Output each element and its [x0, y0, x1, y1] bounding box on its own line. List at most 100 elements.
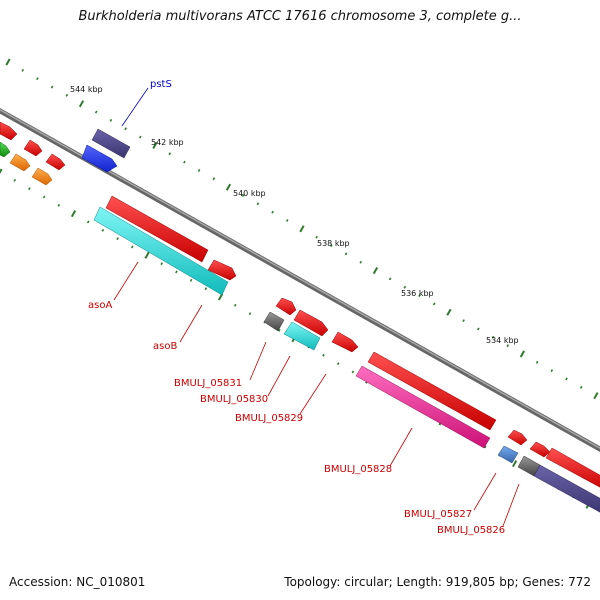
inner-ring-minor-tick	[131, 245, 134, 249]
feature-left-red-3[interactable]	[45, 153, 66, 171]
outer-ring-major-tick	[299, 225, 305, 233]
leader-asoA	[113, 261, 139, 301]
gene-label-asoA[interactable]: asoA	[88, 300, 112, 311]
outer-ring-major-tick	[593, 392, 599, 400]
inner-ring-major-tick	[144, 251, 150, 259]
outer-ring-minor-tick	[285, 219, 289, 222]
outer-ring-minor-tick	[94, 110, 98, 114]
outer-tick-ring	[5, 58, 599, 400]
outer-ring-minor-tick	[491, 335, 495, 339]
outer-ring-minor-tick	[241, 194, 245, 197]
feature-BMULJ_05828-magenta[interactable]	[355, 365, 491, 449]
outer-ring-minor-tick	[109, 118, 113, 122]
outer-ring-minor-tick	[168, 152, 171, 156]
feature-left-orange-1[interactable]	[9, 153, 31, 172]
inner-ring-minor-tick	[204, 287, 208, 291]
outer-ring-minor-tick	[565, 377, 568, 381]
feature-BMULJ_05828-red[interactable]	[367, 351, 497, 431]
outer-ring-minor-tick	[432, 302, 436, 306]
genome-summary: Topology: circular; Length: 919,805 bp; …	[284, 575, 591, 589]
feature-BMULJ_05831[interactable]	[275, 297, 297, 316]
inner-ring-major-tick	[70, 210, 77, 218]
forward-features	[0, 121, 600, 490]
gene-label-BMULJ_05830[interactable]: BMULJ_05830	[200, 394, 268, 405]
outer-ring-minor-tick	[36, 77, 39, 81]
feature-BMULJ_05826-navy[interactable]	[533, 464, 600, 515]
outer-ring-minor-tick	[359, 260, 363, 264]
outer-ring-major-tick	[78, 100, 85, 108]
scale-label-534: 534 kbp	[486, 336, 519, 345]
gene-label-BMULJ_05829[interactable]: BMULJ_05829	[235, 413, 303, 424]
outer-ring-major-tick	[372, 267, 379, 275]
feature-BMULJ_05829-red[interactable]	[331, 331, 359, 353]
scale-label-544: 544 kbp	[70, 85, 103, 94]
inner-ring-minor-tick	[13, 178, 16, 182]
outer-ring-minor-tick	[506, 344, 509, 348]
inner-ring-minor-tick	[116, 237, 119, 241]
map-title: Burkholderia multivorans ATCC 17616 chro…	[78, 9, 522, 24]
inner-ring-major-tick	[512, 460, 518, 468]
gene-label-BMULJ_05826[interactable]: BMULJ_05826	[437, 525, 505, 536]
outer-ring-minor-tick	[477, 327, 480, 331]
feature-left-red-1[interactable]	[0, 121, 18, 141]
inner-ring-minor-tick	[248, 312, 252, 316]
feature-BMULJ_05827-red[interactable]	[507, 429, 528, 446]
leader-BMULJ_05827	[473, 472, 497, 511]
scale-label-542: 542 kbp	[151, 138, 184, 147]
outer-ring-minor-tick	[256, 202, 260, 206]
outer-ring-major-tick	[152, 141, 158, 149]
gene-label-BMULJ_05828[interactable]: BMULJ_05828	[324, 464, 392, 475]
feature-BMULJ_05827-steel[interactable]	[497, 445, 519, 464]
feature-left-green[interactable]	[0, 141, 11, 158]
outer-ring-minor-tick	[197, 169, 201, 172]
outer-ring-minor-tick	[124, 127, 127, 131]
inner-ring-minor-tick	[233, 303, 237, 307]
outer-ring-major-tick	[225, 183, 232, 191]
feature-left-orange-2[interactable]	[31, 167, 53, 186]
inner-ring-minor-tick	[278, 328, 281, 332]
feature-BMULJ_05831-gray[interactable]	[263, 311, 285, 332]
feature-BMULJ_05826-red-a[interactable]	[529, 441, 551, 458]
inner-ring-minor-tick	[86, 220, 90, 224]
outer-ring-minor-tick	[550, 369, 554, 373]
leader-BMULJ_05830	[267, 355, 291, 397]
feature-red-small-1[interactable]	[207, 259, 237, 281]
outer-ring-minor-tick	[21, 68, 24, 72]
feature-BMULJ_05830-red[interactable]	[293, 309, 329, 337]
scale-label-536: 536 kbp	[401, 289, 434, 298]
outer-ring-major-tick	[5, 58, 11, 66]
inner-ring-minor-tick	[322, 353, 325, 357]
leader-asoB	[179, 304, 203, 343]
outer-ring-major-tick	[519, 350, 525, 358]
gene-label-BMULJ_05827[interactable]: BMULJ_05827	[404, 509, 472, 520]
gene-label-pstS[interactable]: pstS	[150, 79, 172, 90]
outer-ring-major-tick	[446, 308, 452, 316]
leader-BMULJ_05831	[249, 341, 267, 381]
inner-ring-minor-tick	[57, 203, 61, 207]
feature-pstS[interactable]	[91, 128, 131, 159]
inner-ring-minor-tick	[351, 370, 355, 374]
feature-left-red-2[interactable]	[23, 139, 43, 157]
leader-BMULJ_05829	[299, 373, 327, 415]
reverse-features	[93, 206, 600, 515]
outer-ring-minor-tick	[418, 294, 421, 297]
leader-BMULJ_05828	[389, 427, 413, 467]
feature-asoB-cyan[interactable]	[93, 206, 229, 296]
gene-label-BMULJ_05831[interactable]: BMULJ_05831	[174, 378, 242, 389]
outer-ring-minor-tick	[212, 177, 216, 181]
scale-label-540: 540 kbp	[233, 189, 266, 198]
outer-ring-minor-tick	[183, 160, 186, 164]
outer-ring-minor-tick	[535, 360, 539, 364]
leader-pstS	[121, 87, 149, 127]
outer-ring-minor-tick	[344, 252, 348, 256]
outer-ring-minor-tick	[139, 135, 142, 139]
gene-labels: pstS asoA asoB BMULJ_05831 BMULJ_05830 B…	[88, 79, 505, 536]
inner-ring-minor-tick	[189, 278, 193, 282]
feature-BMULJ_05826-red-b[interactable]	[545, 447, 600, 490]
feature-BMULJ_05830-cyan[interactable]	[283, 321, 321, 351]
label-leaders	[113, 87, 520, 527]
gene-label-asoB[interactable]: asoB	[153, 341, 177, 352]
feature-asoA-red[interactable]	[105, 195, 209, 263]
feature-blue[interactable]	[81, 144, 118, 173]
